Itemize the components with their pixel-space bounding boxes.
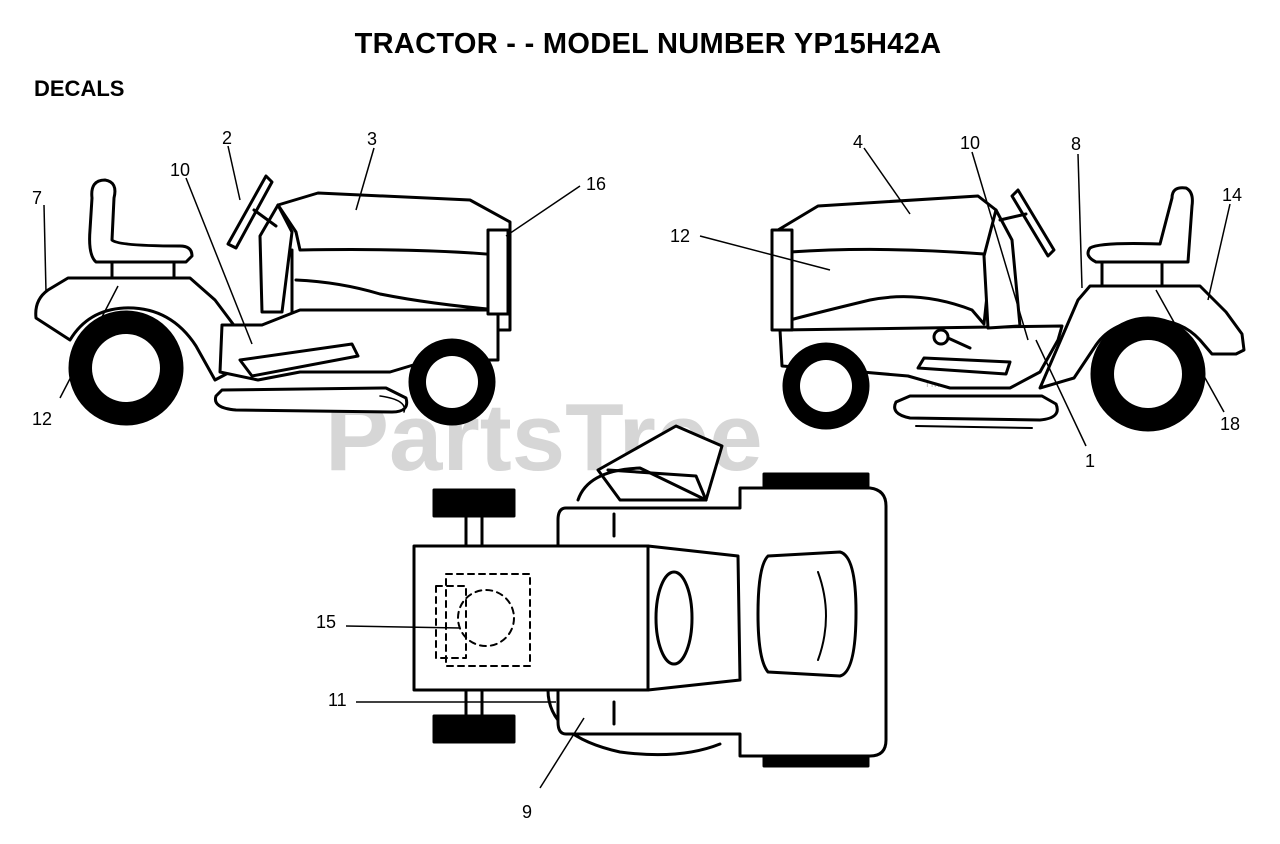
leader-10-right [971,151,1029,341]
page-title: TRACTOR - - MODEL NUMBER YP15H42A [354,28,942,60]
seat-top [756,550,858,678]
callout-10-right: 10 [960,133,980,153]
callout-7: 7 [32,188,42,208]
grille-right [770,228,794,332]
callout-4: 4 [853,132,863,152]
seat-left [88,178,194,264]
rear-fender-left [34,276,247,382]
discharge-chute [596,424,724,502]
steering-wheel-top [654,570,694,666]
leader-15 [345,625,461,629]
dash-left [258,203,294,314]
callout-8: 8 [1071,134,1081,154]
leader-9 [539,717,585,789]
leader-16 [505,185,581,237]
callout-18: 18 [1220,414,1240,434]
callout-10-left: 10 [170,160,190,180]
lever-right [916,356,1012,376]
leader-8 [1077,153,1083,289]
front-wheel-top-upper [432,488,516,518]
leader-12-left [59,285,119,399]
leader-18 [1155,289,1225,413]
steering-wheel-right [1010,188,1056,258]
lever-knob-right [932,328,950,346]
leader-3 [355,147,375,211]
seat-base-left [110,260,176,280]
hood-right [776,194,998,326]
leader-14 [1207,203,1231,301]
mower-deck-right [893,394,1059,422]
rear-wheel-top-upper [762,472,870,488]
mower-deck-left [213,386,409,414]
leader-10-left [185,177,253,345]
leader-lines [43,145,1231,789]
section-label: DECALS [34,76,125,101]
tractor-top-view [412,424,888,768]
front-wheel-top-lower [432,714,516,744]
callout-2: 2 [222,128,232,148]
tractor-right-view [770,186,1246,432]
leader-4 [863,147,911,215]
callouts: 7 2 10 3 16 12 4 10 8 14 12 18 1 15 11 9 [32,128,1242,822]
callout-14: 14 [1222,185,1242,205]
hood-top [412,544,650,692]
mower-deck-top [546,688,722,757]
callout-1: 1 [1085,451,1095,471]
hood-decal-circle [457,589,515,647]
leader-1 [1035,339,1087,447]
callout-12-right: 12 [670,226,690,246]
tractor-left-view [34,174,512,426]
callout-3: 3 [367,129,377,149]
callout-9: 9 [522,802,532,822]
callout-12-left: 12 [32,409,52,429]
seat-right [1086,186,1194,264]
leader-7 [43,204,47,293]
leader-12-right [699,235,831,271]
steering-wheel-left [226,174,274,250]
callout-16: 16 [586,174,606,194]
callout-11: 11 [328,690,347,710]
grille-left [486,228,510,316]
leader-2 [227,145,241,201]
lever-left [238,342,360,378]
hood-left [276,191,512,332]
callout-15: 15 [316,612,336,632]
dash-right [982,208,1022,330]
seat-base-right [1100,260,1164,288]
